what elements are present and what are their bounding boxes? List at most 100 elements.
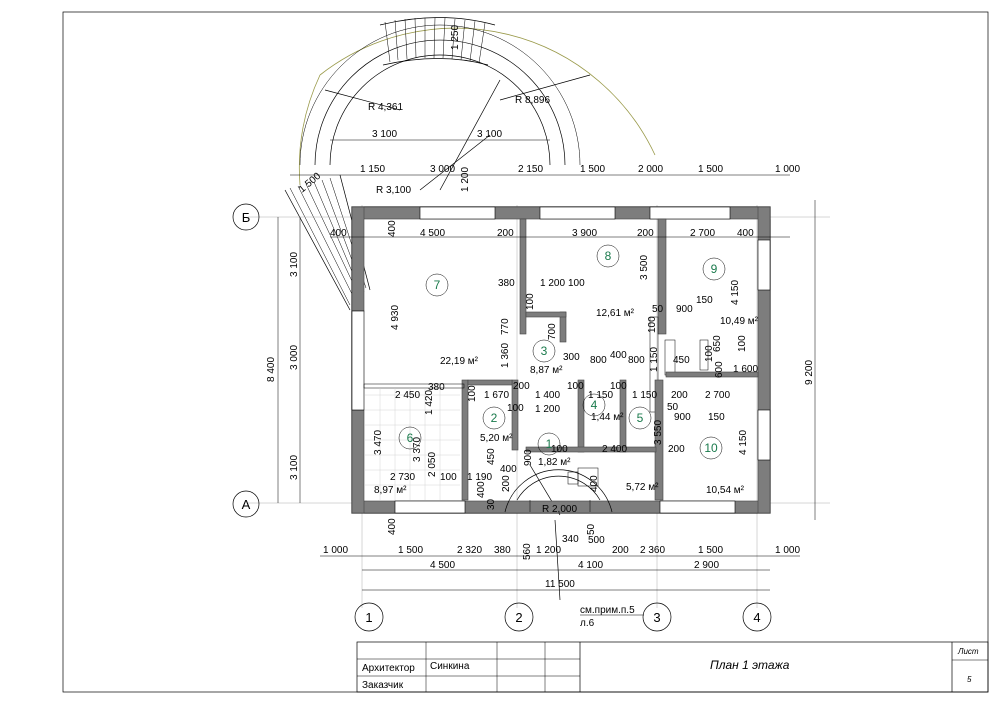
sheet-number: 5 (967, 675, 972, 684)
radius-r2: R 8,896 (515, 95, 550, 106)
inner-dim: 600 (714, 361, 725, 378)
inner-dim: 400 (476, 481, 487, 498)
bottom-dim-2900: 2 900 (694, 560, 719, 571)
room-1-number: 1 (546, 437, 553, 451)
radius-r1: R 4,361 (368, 102, 403, 113)
inner-dim: 2 050 (427, 452, 438, 477)
radius-r3: R 3,100 (376, 185, 411, 196)
inner-dim: 1 600 (733, 364, 758, 375)
inner-dim: 560 (522, 543, 533, 560)
bottom-dim-total: 11 500 (545, 579, 575, 590)
room-areas: 1,82 м² 5,20 м² 8,87 м² 1,44 м² 5,72 м² … (374, 308, 759, 496)
inner-dim: 150 (696, 295, 713, 306)
interior-walls (363, 218, 759, 513)
inner-dim: 100 (737, 335, 748, 352)
bottom-dim-1000a: 1 000 (323, 545, 348, 556)
room-10-area: 10,54 м² (706, 485, 745, 496)
bottom-dim-200: 200 (612, 545, 629, 556)
terrace-dim-right: 3 100 (477, 129, 502, 140)
left-dim-mid: 3 000 (289, 345, 300, 370)
inner-dim: 1 200 (540, 278, 565, 289)
sheet-title: План 1 этажа (710, 658, 790, 672)
inner-dim: 900 (676, 304, 693, 315)
room-7-number: 7 (434, 278, 441, 292)
axis-b-label: Б (242, 210, 251, 225)
axis-4-label: 4 (753, 610, 760, 625)
bottom-dimensions: 1 000 1 500 2 320 380 1 200 200 2 360 1 … (320, 545, 800, 629)
inner-dim: 380 (498, 278, 515, 289)
architect-label: Архитектор (362, 663, 415, 674)
inner-dim: 100 (440, 472, 457, 483)
inner-dim: 400 (387, 220, 398, 237)
room-8-area: 12,61 м² (596, 308, 635, 319)
top-dim-2150: 2 150 (518, 164, 543, 175)
room-9-area: 10,49 м² (720, 316, 759, 327)
inner-dim: 400 (387, 518, 398, 535)
top-dim-1500a: 1 500 (580, 164, 605, 175)
left-dim-top: 3 100 (289, 252, 300, 277)
top-dim-3000: 3 000 (430, 164, 455, 175)
room-8-number: 8 (605, 249, 612, 263)
bottom-dim-2320: 2 320 (457, 545, 482, 556)
room-2-number: 2 (491, 411, 498, 425)
axis-3-label: 3 (653, 610, 660, 625)
radius-labels: R 4,361 R 8,896 R 3,100 R 2,000 (368, 95, 577, 515)
inner-dim: 100 (647, 316, 658, 333)
inner-dim: 4 150 (730, 280, 741, 305)
inner-dim: 400 (589, 475, 600, 492)
inner-dim: 2 450 (395, 390, 420, 401)
inner-dim: 2 700 (705, 390, 730, 401)
inner-dim: 100 (551, 444, 568, 455)
inner-dim: 100 (507, 403, 524, 414)
room-3-number: 3 (541, 344, 548, 358)
axis-markers: Б А 1 2 3 4 (232, 203, 772, 632)
inner-dim: 2 400 (602, 444, 627, 455)
inner-dim: 200 (671, 390, 688, 401)
inner-dim: 200 (513, 381, 530, 392)
bottom-dim-1500a: 1 500 (398, 545, 423, 556)
terrace-arcs (284, 17, 656, 311)
inner-dim: 4 930 (390, 305, 401, 330)
top-dim-200a: 200 (497, 228, 514, 239)
inner-dim: 1 670 (484, 390, 509, 401)
inner-dim: 200 (501, 475, 512, 492)
inner-dim: 1 150 (649, 347, 660, 372)
inner-dim: 3 500 (639, 255, 650, 280)
inner-dim: 100 (610, 381, 627, 392)
room-6-number: 6 (407, 431, 414, 445)
axis-1-label: 1 (365, 610, 372, 625)
side-dimensions: 8 400 3 100 3 000 3 100 9 200 (266, 200, 816, 520)
inner-dim: 650 (712, 335, 723, 352)
top-dim-400a: 400 (330, 228, 347, 239)
inner-dim: 400 (610, 350, 627, 361)
inner-dim: 100 (568, 278, 585, 289)
exterior-walls (351, 206, 771, 514)
terrace-dim-left: 3 100 (372, 129, 397, 140)
inner-dim: 50 (652, 304, 664, 315)
inner-dim: 1 420 (424, 390, 435, 415)
inner-dim: 1 190 (467, 472, 492, 483)
left-outer-dim: 8 400 (266, 357, 277, 382)
inner-dim: 450 (673, 355, 690, 366)
interior-dimensions: 380 1 200 100 50 900 150 700 770 100 100… (373, 220, 758, 560)
inner-dim: 50 (586, 523, 597, 535)
room-7-area: 22,19 м² (440, 356, 479, 367)
axis-a-label: А (242, 497, 251, 512)
terrace-hatch (365, 388, 460, 500)
top-dim-1000: 1 000 (775, 164, 800, 175)
bottom-dim-1200: 1 200 (536, 545, 561, 556)
inner-dim: 450 (486, 448, 497, 465)
inner-dim: 400 (500, 464, 517, 475)
inner-dim: 1 200 (535, 404, 560, 415)
axis-2-label: 2 (515, 610, 522, 625)
room-3-area: 8,87 м² (530, 365, 563, 376)
top-dim-2000: 2 000 (638, 164, 663, 175)
inner-dim: 100 (525, 293, 536, 310)
room-4-number: 4 (591, 398, 598, 412)
top-dim-1500c: 1 500 (297, 171, 324, 196)
customer-label: Заказчик (362, 680, 404, 691)
top-dim-400b: 400 (737, 228, 754, 239)
inner-dim: 900 (523, 449, 534, 466)
